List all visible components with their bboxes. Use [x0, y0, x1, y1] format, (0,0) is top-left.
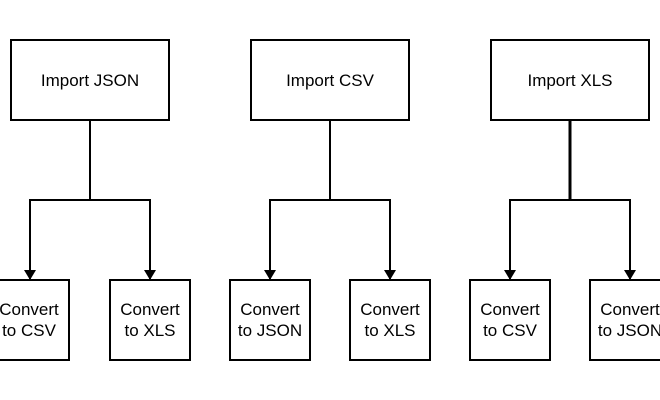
node-import-xls: Import XLS: [490, 39, 650, 121]
node-csv-convert-to-xls: Convert to XLS: [349, 279, 431, 361]
node-xls-convert-to-json: Convert to JSON: [589, 279, 660, 361]
node-json-convert-to-xls: Convert to XLS: [109, 279, 191, 361]
node-json-convert-to-csv: Convert to CSV: [0, 279, 70, 361]
node-xls-convert-to-csv: Convert to CSV: [469, 279, 551, 361]
node-csv-convert-to-json: Convert to JSON: [229, 279, 311, 361]
node-import-csv: Import CSV: [250, 39, 410, 121]
node-import-json: Import JSON: [10, 39, 170, 121]
